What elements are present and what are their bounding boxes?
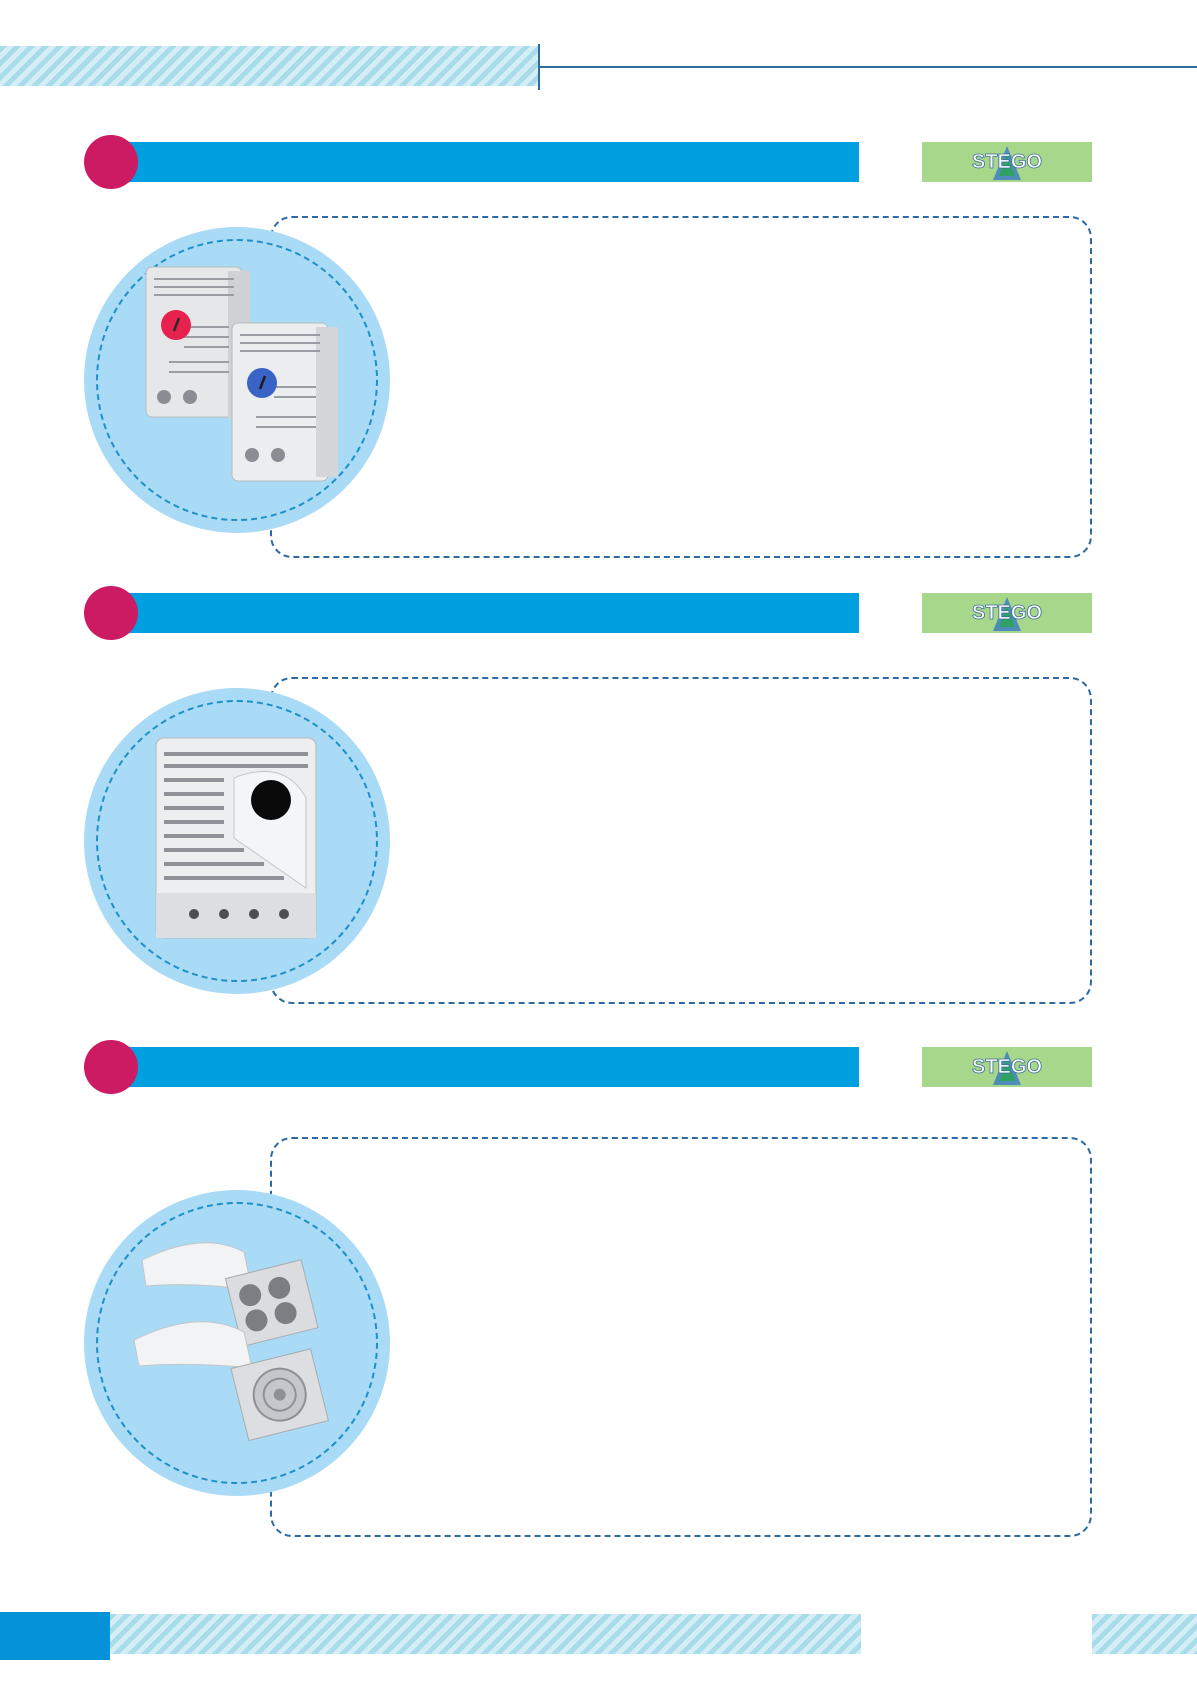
section-3-title-bar bbox=[118, 1047, 859, 1087]
section-3-bullet bbox=[84, 1040, 138, 1094]
section-1-content-box bbox=[270, 216, 1092, 558]
hygrostat-icon bbox=[155, 737, 317, 939]
header-divider bbox=[538, 44, 540, 90]
footer-blue-block bbox=[0, 1612, 110, 1660]
section-2-bullet bbox=[84, 586, 138, 640]
section-2-product-photo bbox=[84, 688, 390, 994]
section-1-stego-logo: STEGO bbox=[922, 142, 1092, 182]
thermostat-pair-icon bbox=[145, 266, 338, 482]
header-rule bbox=[540, 66, 1197, 68]
section-3-content-box bbox=[270, 1137, 1092, 1537]
section-2-title-bar bbox=[118, 593, 859, 633]
footer-hatch-band bbox=[110, 1614, 861, 1654]
section-2-content-box bbox=[270, 677, 1092, 1004]
svg-text:STEGO: STEGO bbox=[972, 602, 1042, 624]
section-1-product-photo bbox=[84, 227, 390, 533]
svg-text:STEGO: STEGO bbox=[972, 151, 1042, 173]
section-2-stego-logo: STEGO bbox=[922, 593, 1092, 633]
footer-hatch-band-right bbox=[1092, 1614, 1197, 1654]
header-hatch-band bbox=[0, 46, 538, 86]
section-3-stego-logo: STEGO bbox=[922, 1047, 1092, 1087]
svg-text:STEGO: STEGO bbox=[972, 1056, 1042, 1078]
stego-logo-icon: STEGO bbox=[972, 1051, 1042, 1085]
section-1-bullet bbox=[84, 135, 138, 189]
stego-logo-icon: STEGO bbox=[972, 146, 1042, 180]
section-3-product-photo bbox=[84, 1190, 390, 1496]
section-1-title-bar bbox=[118, 142, 859, 182]
filter-fan-icon bbox=[133, 1242, 330, 1442]
stego-logo-icon: STEGO bbox=[972, 597, 1042, 631]
